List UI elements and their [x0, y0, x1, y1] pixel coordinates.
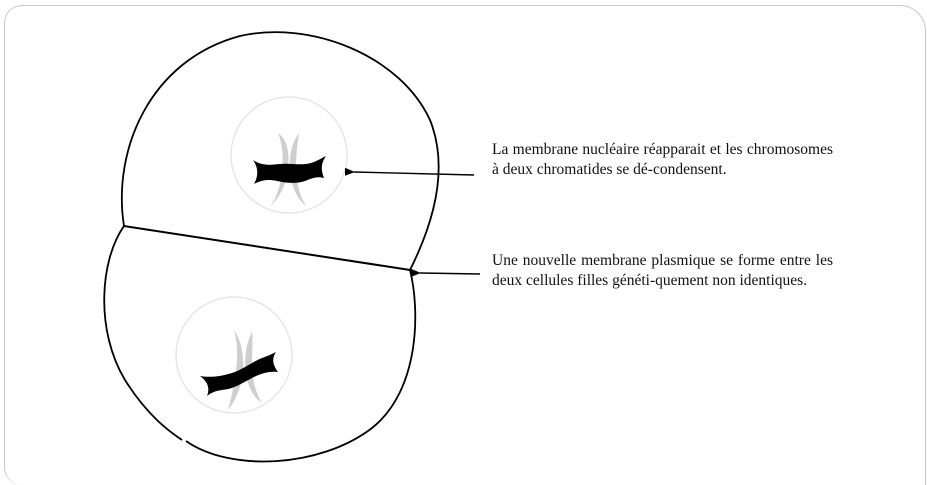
lower-chromosome-light [228, 330, 262, 410]
upper-nucleus [230, 96, 348, 214]
slide-frame [4, 5, 926, 485]
plasma-membrane-caption: Une nouvelle membrane plasmique se forme… [492, 252, 833, 289]
lower-nucleus [175, 296, 293, 414]
upper-chromosome-light [270, 133, 306, 206]
lower-cell-outline-right [185, 269, 417, 463]
upper-cell-outline [120, 31, 440, 271]
nuclear-membrane-caption: La membrane nucléaire réapparait et les … [492, 141, 833, 178]
lower-cell-outline [103, 225, 183, 441]
new-plasma-membrane [123, 225, 411, 271]
nuclear-membrane-arrow [344, 167, 475, 176]
upper-chromosome-dark [253, 156, 326, 184]
lower-chromosome-dark [200, 352, 278, 396]
plasma-membrane-arrow [410, 268, 481, 277]
